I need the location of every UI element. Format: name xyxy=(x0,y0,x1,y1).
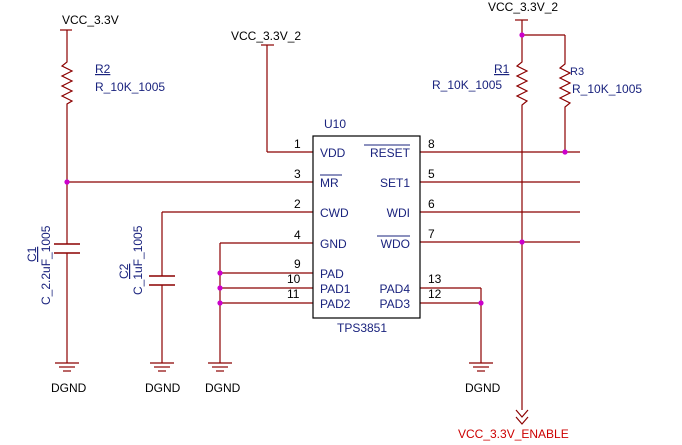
net-label-gnd-2: DGND xyxy=(145,381,181,395)
junction-dot xyxy=(217,300,223,306)
pin-name: PAD1 xyxy=(320,282,351,296)
resistor-r2-symbol xyxy=(60,56,74,108)
net-label-vcc2-mid: VCC_3.3V_2 xyxy=(231,29,301,43)
net-label-gnd-1: DGND xyxy=(51,381,87,395)
pin-name: PAD xyxy=(320,267,344,281)
junction-dot xyxy=(519,32,525,38)
r3-value: R_10K_1005 xyxy=(572,82,642,96)
junction-dot xyxy=(562,149,568,155)
offpage-connector-icon xyxy=(515,409,529,425)
ground-symbol-4 xyxy=(469,362,493,372)
junction-dot xyxy=(519,239,525,245)
pin-name: VDD xyxy=(320,146,346,160)
c2-ref: C2 xyxy=(117,263,131,279)
r3-ref: R3 xyxy=(570,66,584,78)
junction-dot xyxy=(217,270,223,276)
pin-number: 8 xyxy=(428,137,435,151)
pin-number: 10 xyxy=(287,272,301,286)
pin-number: 11 xyxy=(287,287,300,301)
pin-number: 6 xyxy=(428,197,435,211)
c2-value: C_1uF_1005 xyxy=(131,225,145,295)
pin-number: 9 xyxy=(294,257,301,271)
pin-number: 3 xyxy=(294,167,301,181)
pin-name: WDO xyxy=(381,237,410,251)
junction-dot xyxy=(478,300,484,306)
junction-dot xyxy=(217,285,223,291)
capacitor-c1-symbol xyxy=(54,243,80,254)
ic-ref: U10 xyxy=(324,117,346,131)
ground-symbol-2 xyxy=(150,362,174,372)
pin-name: MR xyxy=(320,176,339,190)
pin-name: PAD2 xyxy=(320,297,351,311)
ic-part: TPS3851 xyxy=(337,321,387,335)
pin-number: 7 xyxy=(428,227,435,241)
pin-number: 12 xyxy=(428,287,442,301)
r2-value: R_10K_1005 xyxy=(95,80,165,94)
resistor-r3-symbol xyxy=(558,58,572,113)
ic-u10-body xyxy=(312,135,421,319)
c1-value: C_2.2uF_1005 xyxy=(39,225,53,305)
pin-name: PAD3 xyxy=(380,297,411,311)
net-label-vcc-left: VCC_3.3V xyxy=(62,13,119,27)
ground-symbol-1 xyxy=(55,362,79,372)
resistor-r1-symbol xyxy=(515,55,529,113)
r1-value: R_10K_1005 xyxy=(432,78,502,92)
pin-number: 4 xyxy=(294,228,301,242)
net-label-gnd-3: DGND xyxy=(205,381,241,395)
ground-symbol-3 xyxy=(208,362,232,372)
r1-ref: R1 xyxy=(494,62,510,76)
net-label-vcc2-right: VCC_3.3V_2 xyxy=(488,0,558,14)
net-label-gnd-4: DGND xyxy=(465,381,501,395)
c1-ref: C1 xyxy=(25,246,39,262)
pin-name: GND xyxy=(320,237,347,251)
junction-dot xyxy=(64,179,70,185)
pin-number: 1 xyxy=(294,137,301,151)
pin-name: RESET xyxy=(370,146,411,160)
net-label-enable: VCC_3.3V_ENABLE xyxy=(458,427,569,441)
r2-ref: R2 xyxy=(95,62,111,76)
pin-number: 13 xyxy=(428,272,442,286)
pin-number: 5 xyxy=(428,167,435,181)
pin-number: 2 xyxy=(294,197,301,211)
pin-name: CWD xyxy=(320,206,349,220)
capacitor-c2-symbol xyxy=(149,275,175,286)
pin-name: SET1 xyxy=(380,176,410,190)
pin-name: WDI xyxy=(387,206,410,220)
pin-name: PAD4 xyxy=(380,282,411,296)
